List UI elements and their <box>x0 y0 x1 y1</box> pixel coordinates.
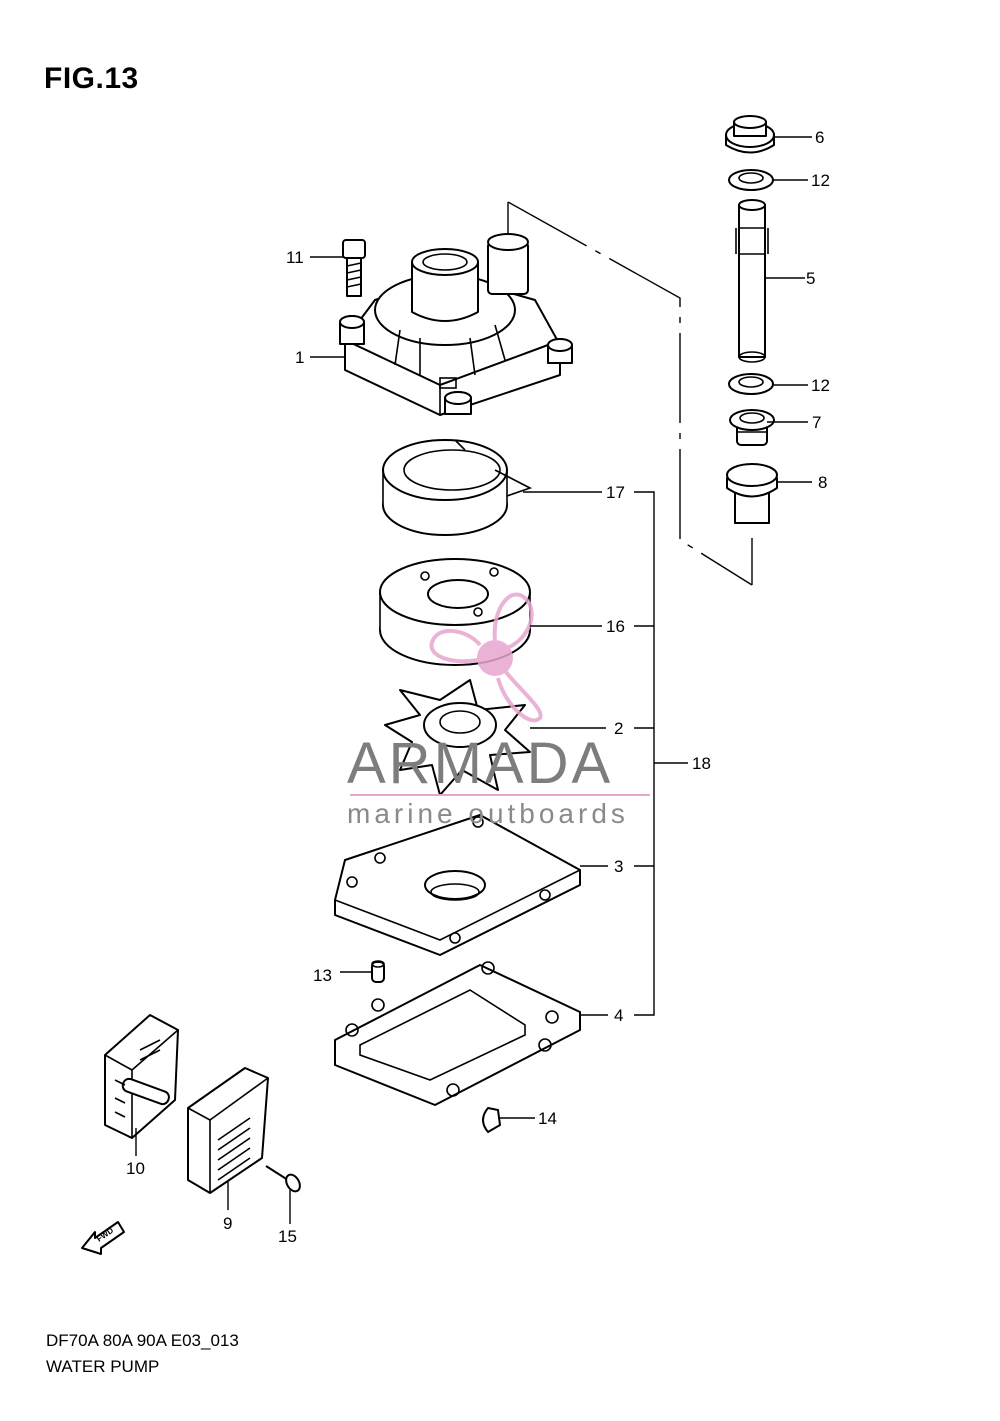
callout-16: 16 <box>606 617 625 636</box>
part-12-seal-upper <box>728 169 774 191</box>
callout-12-lower: 12 <box>811 376 830 395</box>
part-9-strainer-plate <box>187 1067 269 1194</box>
part-17-liner <box>382 439 533 536</box>
part-6-grommet <box>725 115 775 154</box>
callout-6: 6 <box>815 128 824 147</box>
figure-title: FIG.13 <box>44 62 139 95</box>
part-8-seal <box>726 463 778 524</box>
watermark-tagline: marine outboards <box>347 798 629 829</box>
callout-12-upper: 12 <box>811 171 830 190</box>
callout-15: 15 <box>278 1227 297 1246</box>
part-12-seal-lower <box>728 373 774 395</box>
callout-10: 10 <box>126 1159 145 1178</box>
callout-13: 13 <box>313 966 332 985</box>
armada-propeller-logo <box>429 592 543 723</box>
callout-2: 2 <box>614 719 623 738</box>
part-4-gasket-lower <box>334 961 581 1106</box>
callout-1: 1 <box>295 348 304 367</box>
model-code: DF70A 80A 90A E03_013 <box>46 1331 239 1350</box>
part-11-bolt <box>342 239 366 297</box>
part-16-cartridge <box>379 558 531 666</box>
part-13-pin <box>371 960 385 983</box>
callout-14: 14 <box>538 1109 557 1128</box>
fwd-arrow-icon: FWD <box>81 1221 125 1255</box>
callout-18: 18 <box>692 754 711 773</box>
leader-lines <box>135 136 812 1224</box>
assembly-guide-line <box>507 201 753 586</box>
part-7-grommet <box>729 409 775 446</box>
callout-17: 17 <box>606 483 625 502</box>
callout-4: 4 <box>614 1006 623 1025</box>
part-15-screw <box>265 1165 301 1193</box>
watermark-brand: ARMADA <box>347 731 613 796</box>
callout-11: 11 <box>286 248 304 267</box>
part-1-pump-housing <box>339 233 573 416</box>
callout-3: 3 <box>614 857 623 876</box>
part-10-strainer <box>104 1014 179 1139</box>
callout-8: 8 <box>818 473 827 492</box>
diagram-caption: WATER PUMP <box>46 1357 160 1376</box>
part-2-impeller <box>384 679 531 796</box>
callout-9: 9 <box>223 1214 232 1233</box>
part-14-key <box>482 1107 501 1133</box>
callout-5: 5 <box>806 269 815 288</box>
part-3-gasket-upper <box>334 814 581 956</box>
part-5-water-tube <box>735 199 769 363</box>
callout-7: 7 <box>812 413 821 432</box>
